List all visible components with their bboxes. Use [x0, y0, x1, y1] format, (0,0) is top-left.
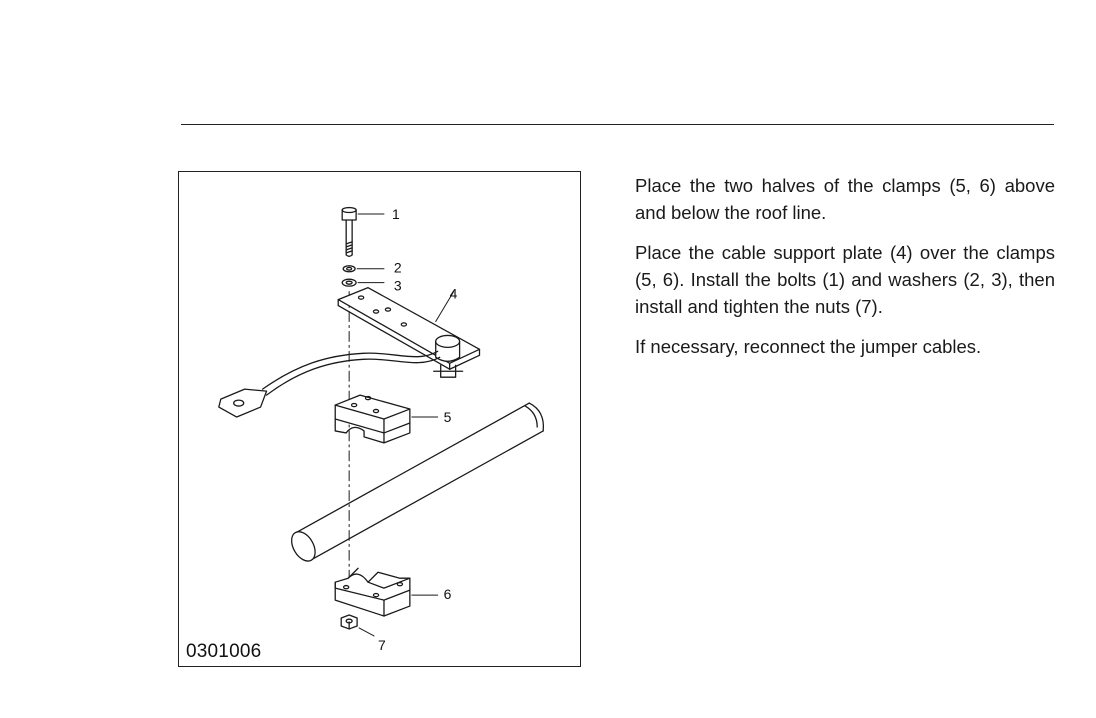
- cable-support-plate-part: [337, 287, 481, 378]
- instruction-paragraph: If necessary, reconnect the jumper cable…: [635, 336, 982, 357]
- instruction-paragraph: Place the cable support plate (4) over t…: [635, 242, 1055, 317]
- bolt-part: [341, 206, 357, 257]
- lower-clamp-half-part: [334, 567, 411, 617]
- callout-1: 1: [392, 206, 400, 222]
- exploded-diagram-figure: 1 2 3 4 5 6 7 0301006: [178, 171, 581, 667]
- figure-id: 0301006: [186, 641, 262, 662]
- instruction-text: Place the two halves of the clamps (5, 6…: [635, 172, 1055, 373]
- lock-washer-part: [342, 265, 356, 273]
- flat-washer-part: [341, 278, 357, 287]
- callout-6: 6: [444, 586, 452, 602]
- instruction-paragraph: Place the two halves of the clamps (5, 6…: [635, 175, 1055, 223]
- roof-pipe-part: [291, 402, 545, 562]
- exploded-diagram: 1 2 3 4 5 6 7: [218, 206, 545, 653]
- upper-clamp-half-part: [334, 394, 411, 444]
- jumper-cable-part: [218, 350, 441, 418]
- callout-3: 3: [394, 278, 402, 294]
- nut-part: [340, 614, 358, 630]
- callout-7: 7: [378, 637, 386, 653]
- callout-4: 4: [450, 286, 458, 302]
- callout-5: 5: [444, 409, 452, 425]
- callout-2: 2: [394, 260, 402, 276]
- header-rule: [181, 124, 1054, 125]
